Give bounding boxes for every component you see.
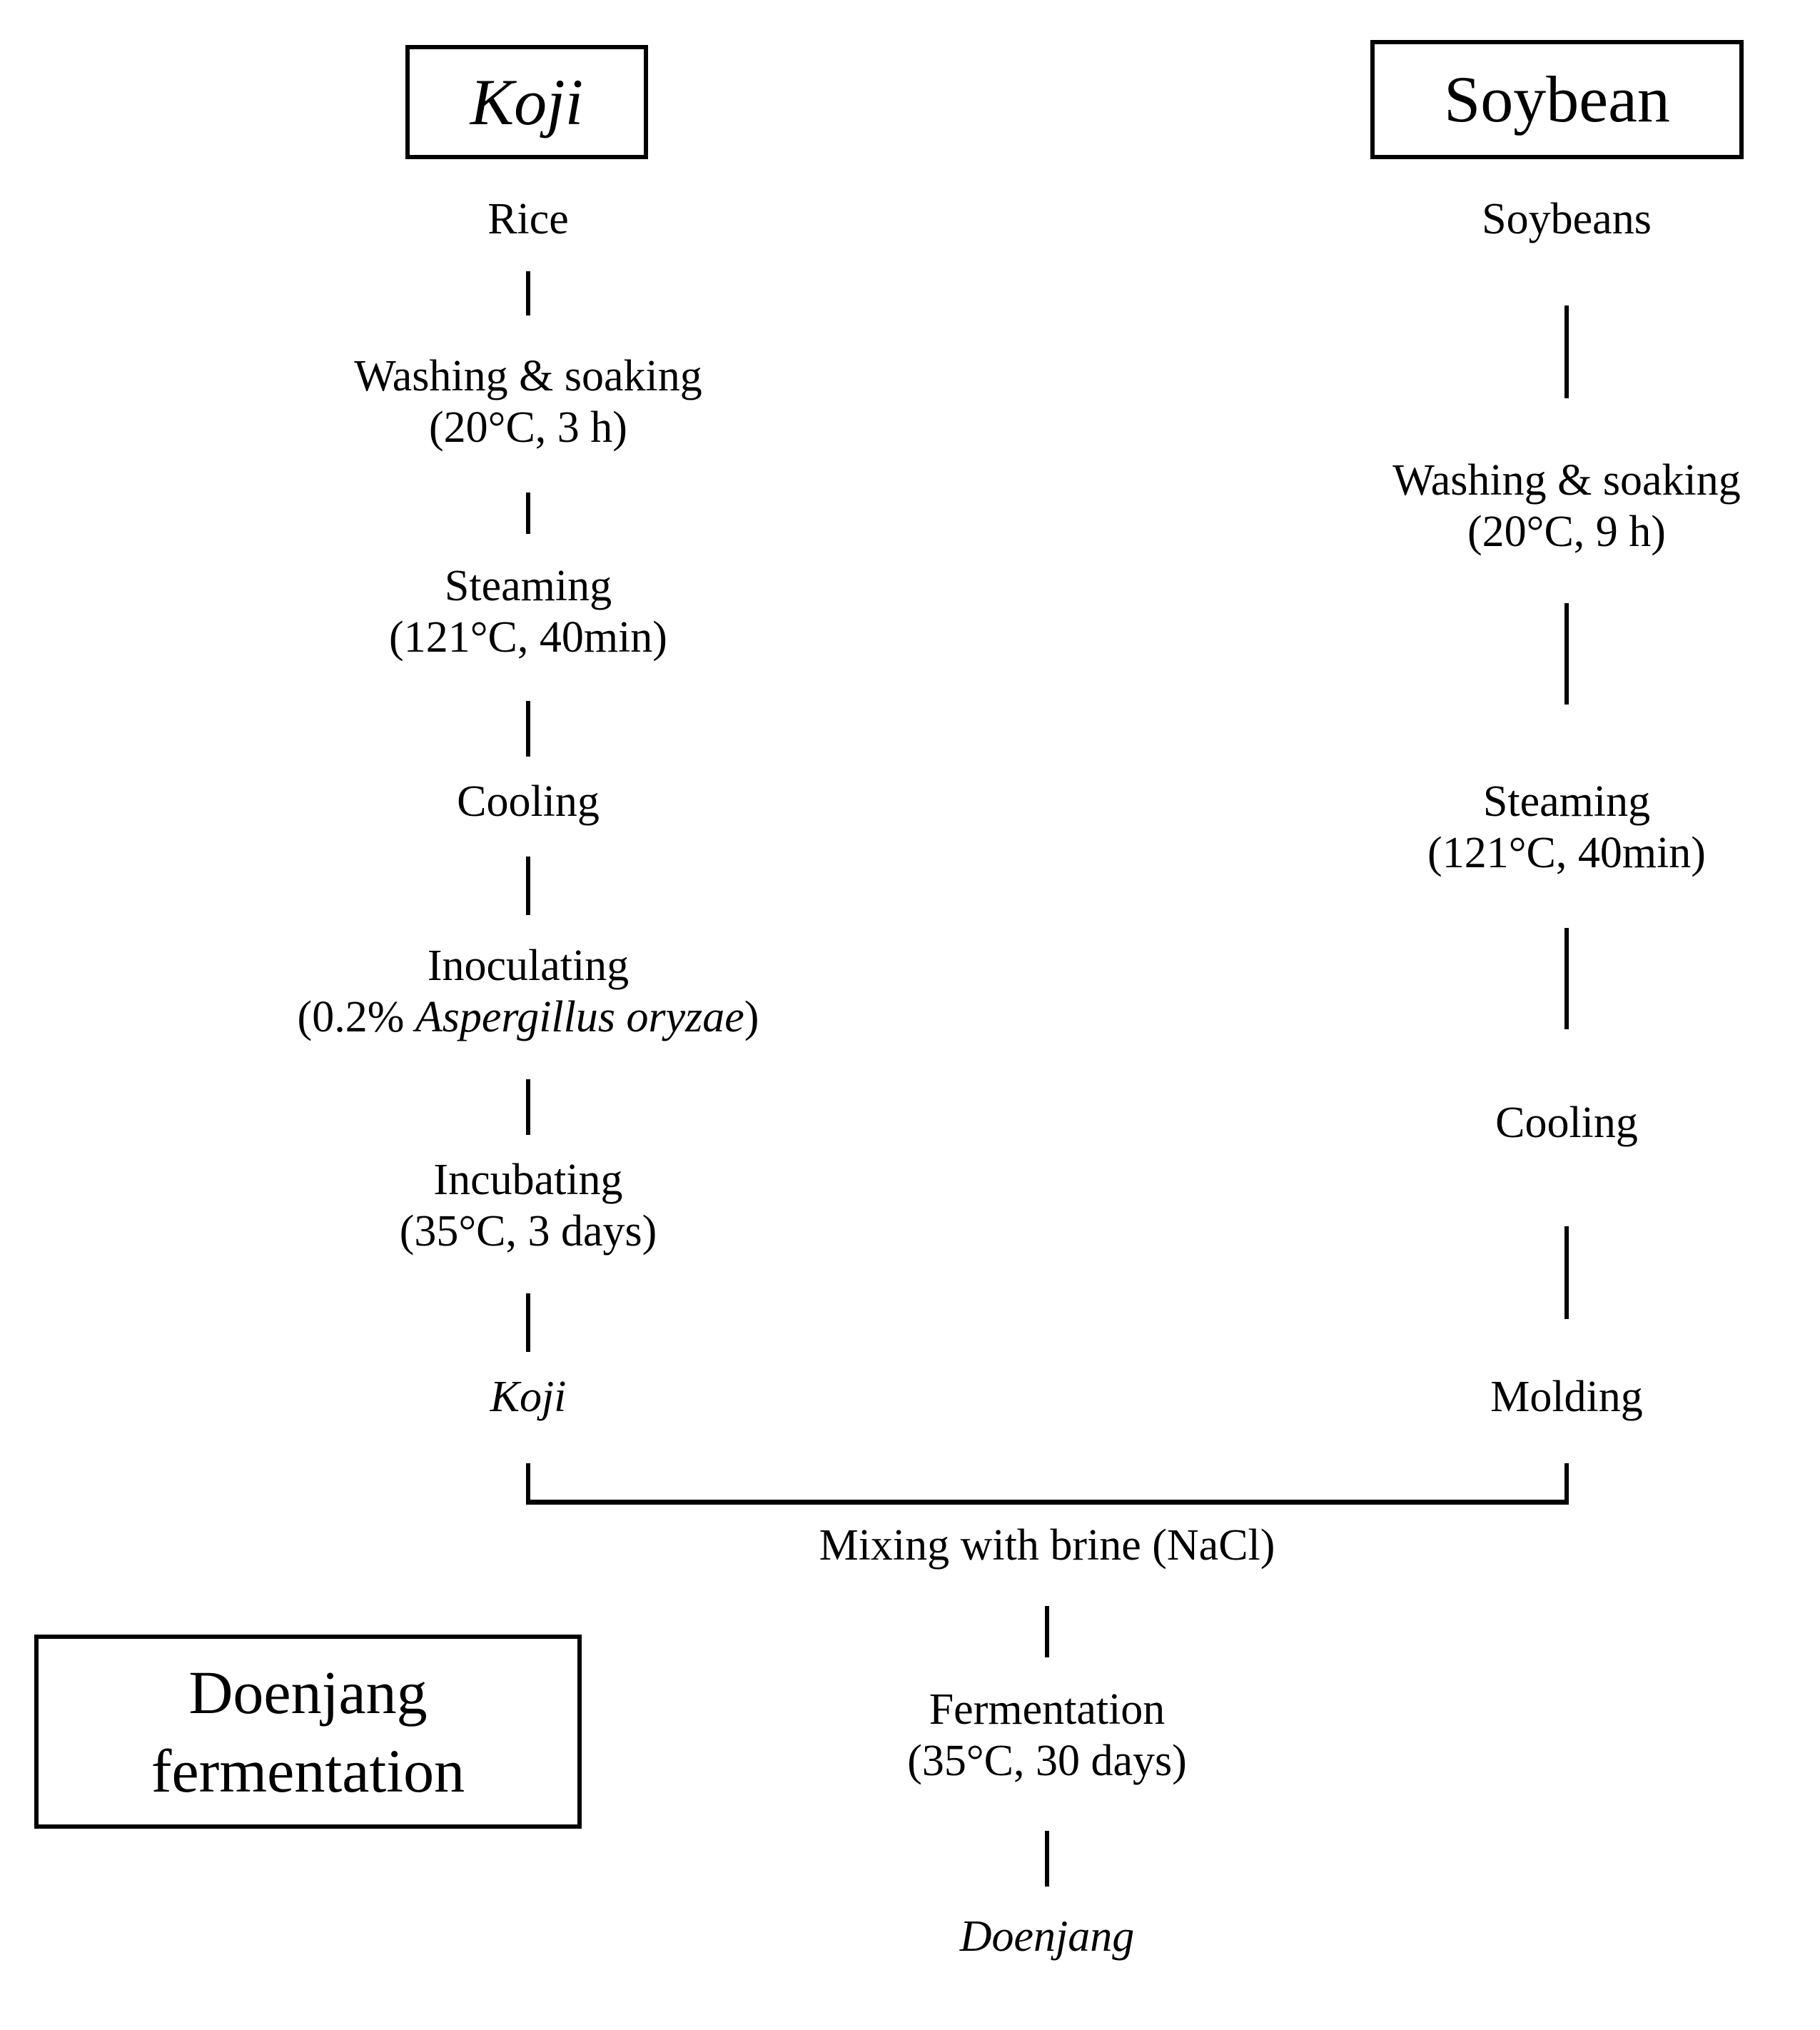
doenjang-fermentation-label-line1: Doenjang (188, 1657, 428, 1727)
soybean-section-header-box: Soybean (1370, 40, 1744, 159)
doenjang-fermentation-section-header-box: Doenjang fermentation (34, 1635, 582, 1829)
koji-step-incubating: Incubating (35°C, 3 days) (399, 1156, 657, 1256)
doenjang-fermentation-label-line2: fermentation (151, 1737, 465, 1805)
connector-incubating-to-koji (526, 1293, 530, 1352)
koji-section-header-label: Koji (470, 65, 584, 138)
soybean-step-molding: Molding (1490, 1373, 1643, 1421)
soybean-section-header-label: Soybean (1444, 63, 1670, 136)
koji-section-header-box: Koji (405, 45, 648, 159)
connector-steaming-to-cooling (526, 701, 530, 757)
connector-inoculating-to-incubating (526, 1079, 530, 1135)
connector-mixing-to-fermentation (1045, 1606, 1049, 1657)
koji-step-inoculating: Inoculating (0.2% Aspergillus oryzae) (298, 941, 759, 1044)
koji-step-washing-soaking: Washing & soaking (20°C, 3 h) (354, 352, 702, 452)
connector-cooling-to-inoculating (526, 857, 530, 915)
koji-step-koji-product: Koji (490, 1373, 567, 1421)
connector-soybean-cooling-to-molding (1564, 1226, 1569, 1319)
soybean-step-steaming: Steaming (121°C, 40min) (1427, 777, 1706, 877)
koji-inoculating-detail: (0.2% Aspergillus oryzae) (297, 992, 759, 1041)
connector-soybeans-to-washing (1564, 305, 1569, 398)
connector-soybean-washing-to-steaming (1564, 603, 1569, 705)
connector-rice-to-washing (526, 271, 530, 315)
connector-washing-to-steaming (526, 493, 530, 534)
soybean-step-washing-soaking: Washing & soaking (20°C, 9 h) (1392, 456, 1741, 556)
merge-step-doenjang-product: Doenjang (959, 1912, 1135, 1961)
branch-merge-bracket (526, 1463, 1569, 1505)
soybean-step-soybeans: Soybeans (1482, 195, 1652, 243)
merge-step-mixing-with-brine: Mixing with brine (NaCl) (819, 1521, 1275, 1570)
connector-fermentation-to-doenjang (1045, 1831, 1049, 1887)
koji-step-rice: Rice (487, 195, 569, 243)
merge-step-fermentation: Fermentation (35°C, 30 days) (907, 1685, 1187, 1785)
koji-step-cooling: Cooling (457, 777, 600, 826)
soybean-step-cooling: Cooling (1495, 1099, 1638, 1147)
species-name-aspergillus-oryzae: Aspergillus oryzae (415, 992, 744, 1041)
koji-step-steaming: Steaming (121°C, 40min) (389, 562, 667, 662)
connector-soybean-steaming-to-cooling (1564, 928, 1569, 1029)
